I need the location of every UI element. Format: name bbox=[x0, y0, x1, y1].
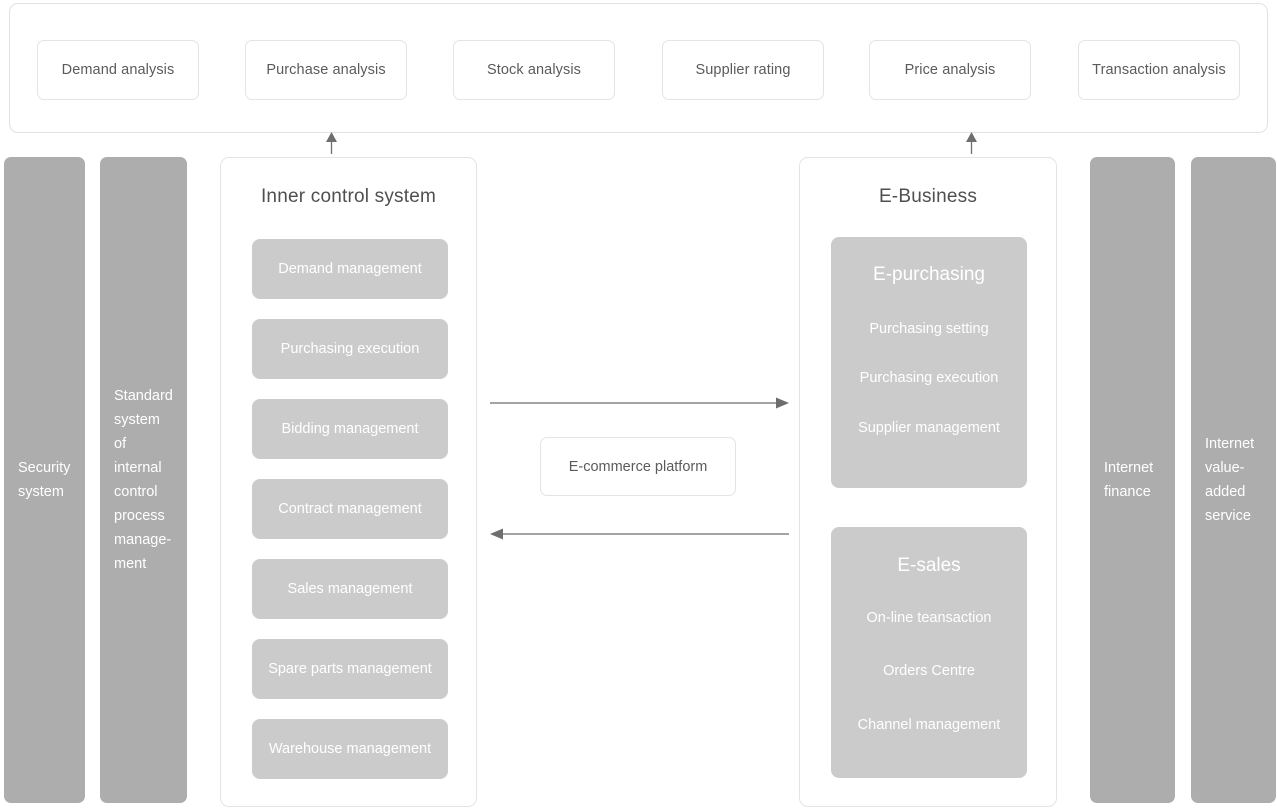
side-column-label: Security system bbox=[18, 460, 71, 500]
inner-control-system-title: Inner control system bbox=[260, 186, 437, 207]
tile-bidding-management[interactable]: Bidding management bbox=[252, 399, 448, 459]
inner-control-system-panel: Inner control system Demand management P… bbox=[220, 157, 477, 807]
chip-transaction-analysis[interactable]: Transaction analysis bbox=[1078, 40, 1240, 100]
side-column-label: Standard system of internal control proc… bbox=[114, 388, 173, 572]
group-item-purchasing-setting[interactable]: Purchasing setting bbox=[869, 321, 989, 337]
tile-demand-management[interactable]: Demand management bbox=[252, 239, 448, 299]
tile-label: Sales management bbox=[287, 581, 413, 597]
tile-label: Spare parts management bbox=[268, 661, 432, 677]
group-e-purchasing-title: E-purchasing bbox=[873, 264, 985, 285]
tile-sales-management[interactable]: Sales management bbox=[252, 559, 448, 619]
tile-label: Purchasing execution bbox=[280, 341, 420, 357]
tile-label: Contract management bbox=[278, 501, 422, 517]
chip-stock-analysis[interactable]: Stock analysis bbox=[453, 40, 615, 100]
side-column-standard-system[interactable]: Standard system of internal control proc… bbox=[100, 157, 187, 803]
chip-demand-analysis[interactable]: Demand analysis bbox=[37, 40, 199, 100]
tile-warehouse-management[interactable]: Warehouse management bbox=[252, 719, 448, 779]
platform-label: E-commerce platform bbox=[568, 458, 708, 475]
tile-contract-management[interactable]: Contract management bbox=[252, 479, 448, 539]
chip-supplier-rating[interactable]: Supplier rating bbox=[662, 40, 824, 100]
arrow-up-right-icon bbox=[966, 132, 977, 154]
tile-purchasing-execution[interactable]: Purchasing execution bbox=[252, 319, 448, 379]
chip-label: Price analysis bbox=[904, 62, 996, 78]
group-item-online-transaction[interactable]: On-line teansaction bbox=[866, 610, 992, 626]
chip-purchase-analysis[interactable]: Purchase analysis bbox=[245, 40, 407, 100]
group-item-channel-management[interactable]: Channel management bbox=[857, 717, 1001, 733]
arrow-right-flow-icon bbox=[490, 397, 789, 409]
side-column-security-system[interactable]: Security system bbox=[4, 157, 85, 803]
tile-label: Warehouse management bbox=[268, 741, 432, 757]
chip-label: Demand analysis bbox=[61, 62, 175, 78]
side-column-label: Internet finance bbox=[1104, 460, 1154, 500]
group-item-supplier-management[interactable]: Supplier management bbox=[858, 420, 1000, 436]
e-business-panel: E-Business E-purchasing Purchasing setti… bbox=[799, 157, 1057, 807]
group-e-sales[interactable]: E-sales On-line teansaction Orders Centr… bbox=[831, 527, 1027, 778]
chip-label: Stock analysis bbox=[486, 62, 582, 78]
side-column-internet-finance[interactable]: Internet finance bbox=[1090, 157, 1175, 803]
group-e-sales-title: E-sales bbox=[897, 555, 961, 576]
e-business-title: E-Business bbox=[878, 186, 978, 207]
side-column-label: Internet value-added service bbox=[1205, 436, 1255, 524]
arrow-left-flow-icon bbox=[490, 528, 789, 540]
analysis-bar: Demand analysis Purchase analysis Stock … bbox=[9, 3, 1268, 133]
arrow-up-left-icon bbox=[326, 132, 337, 154]
chip-label: Transaction analysis bbox=[1092, 62, 1226, 78]
tile-label: Demand management bbox=[278, 261, 422, 277]
side-column-internet-value-added-service[interactable]: Internet value-added service bbox=[1191, 157, 1276, 803]
group-item-purchasing-execution[interactable]: Purchasing execution bbox=[859, 370, 999, 386]
group-item-orders-centre[interactable]: Orders Centre bbox=[883, 663, 975, 679]
chip-price-analysis[interactable]: Price analysis bbox=[869, 40, 1031, 100]
tile-label: Bidding management bbox=[281, 421, 419, 437]
tile-spare-parts-management[interactable]: Spare parts management bbox=[252, 639, 448, 699]
chip-label: Supplier rating bbox=[695, 62, 791, 78]
group-e-purchasing[interactable]: E-purchasing Purchasing setting Purchasi… bbox=[831, 237, 1027, 488]
chip-label: Purchase analysis bbox=[266, 62, 386, 78]
e-commerce-platform-card[interactable]: E-commerce platform bbox=[540, 437, 736, 496]
